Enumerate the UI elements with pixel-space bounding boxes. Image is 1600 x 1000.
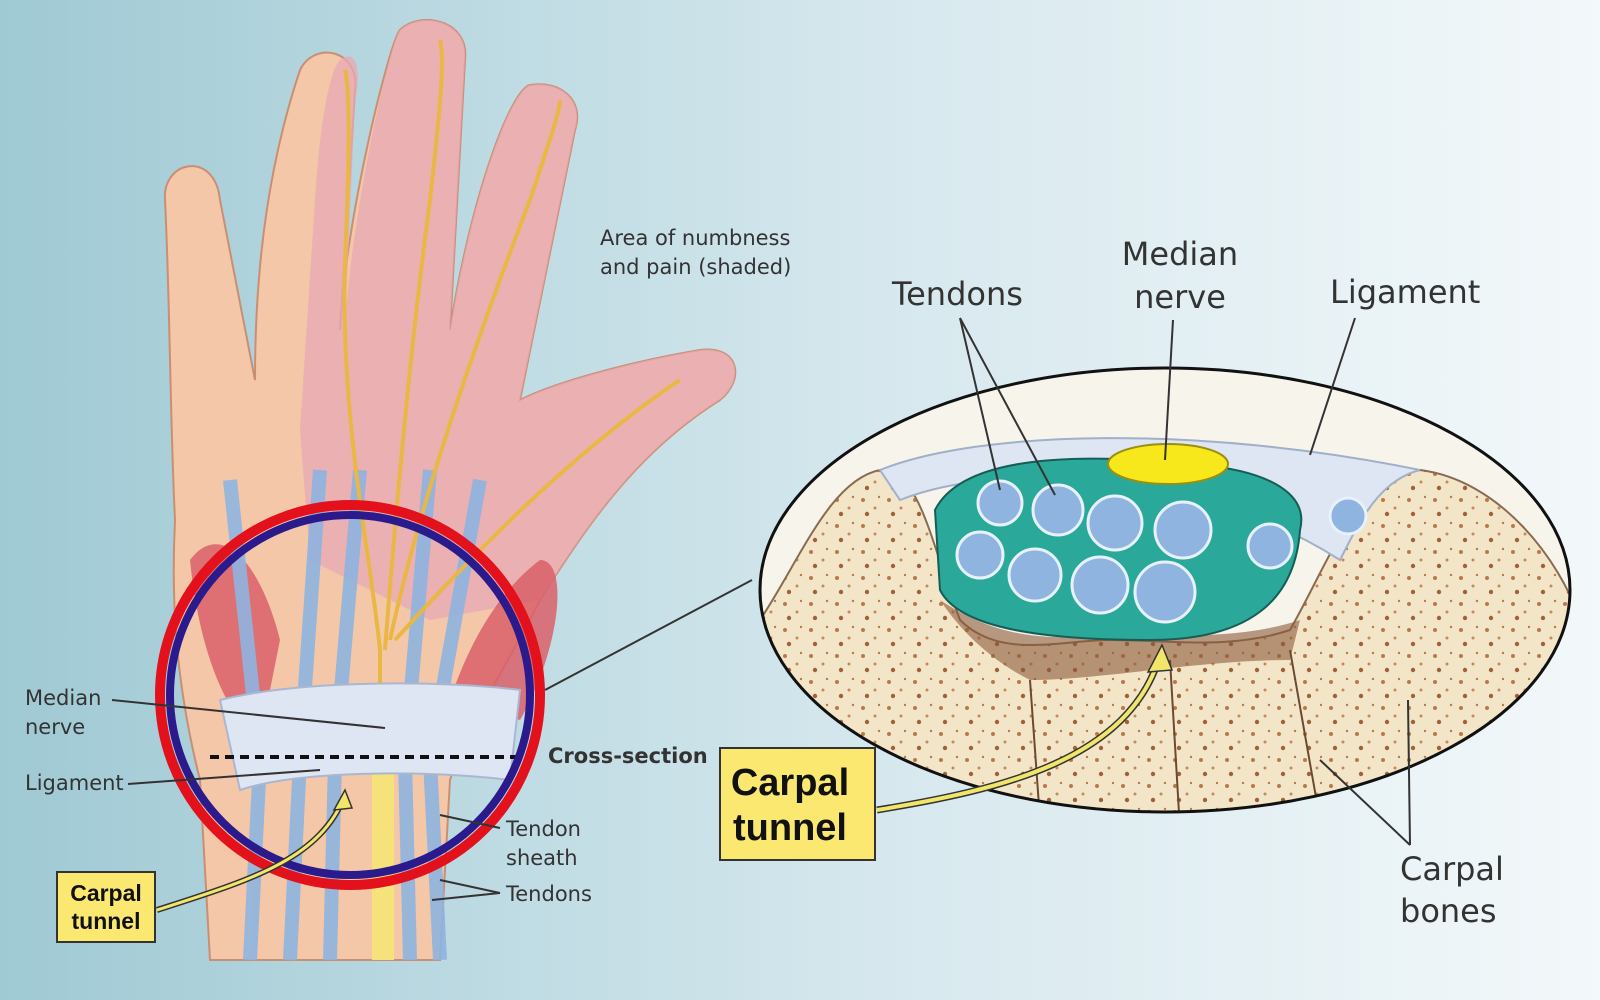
hand-median-nerve-label-line2: nerve (25, 715, 85, 739)
cross-tendons-label: Tendons (891, 275, 1023, 313)
hand-ligament-leader (127, 769, 321, 785)
cross-median-nerve-label-line2: nerve (1134, 278, 1226, 316)
svg-text:tunnel: tunnel (72, 908, 141, 934)
cross-carpal-tunnel-label: Carpal tunnel (719, 643, 1174, 861)
carpal-bones-label-line1: Carpal (1400, 850, 1504, 888)
numbness-area (300, 20, 736, 620)
cross-ligament-leader (1309, 317, 1356, 456)
tendon-sheath-label-line1: Tendon (505, 817, 581, 841)
median-nerve-cross (1107, 443, 1229, 485)
numbness-label-line2: and pain (shaded) (600, 255, 791, 279)
carpal-bones-label-line2: bones (1400, 892, 1497, 930)
hand-illustration (155, 19, 737, 961)
nerves (342, 39, 682, 960)
hand-carpal-tunnel-label: Carpal tunnel (56, 788, 354, 943)
tendon-sheath-label-line2: sheath (506, 846, 578, 870)
carpal-bones-leader (1319, 699, 1411, 846)
cross-section-label: Cross-section (548, 744, 708, 768)
cross-ligament-label: Ligament (1330, 273, 1480, 311)
svg-text:Carpal: Carpal (70, 880, 142, 906)
cross-section-outline (758, 366, 1572, 814)
highlight-circle-inner (166, 511, 534, 879)
svg-text:tunnel: tunnel (733, 807, 847, 849)
hand-median-nerve-label-line1: Median (25, 686, 101, 710)
cross-median-nerve-leader (1164, 319, 1174, 461)
svg-text:Carpal: Carpal (731, 762, 849, 804)
hand-tendons-label: Tendons (505, 882, 592, 906)
transverse-ligament (218, 682, 522, 792)
hand-tendons-leader (431, 879, 501, 901)
cross-tendons-leader (959, 317, 1056, 496)
hand-median-nerve-leader (111, 699, 386, 729)
tendon-circles (955, 479, 1368, 624)
hand-ligament-label: Ligament (25, 771, 124, 795)
cross-median-nerve-label-line1: Median (1122, 235, 1238, 273)
connector-line (544, 579, 753, 691)
tendon-sheath-leader (439, 814, 501, 829)
numbness-label-line1: Area of numbness (600, 226, 790, 250)
highlight-circle-outer (155, 500, 545, 890)
